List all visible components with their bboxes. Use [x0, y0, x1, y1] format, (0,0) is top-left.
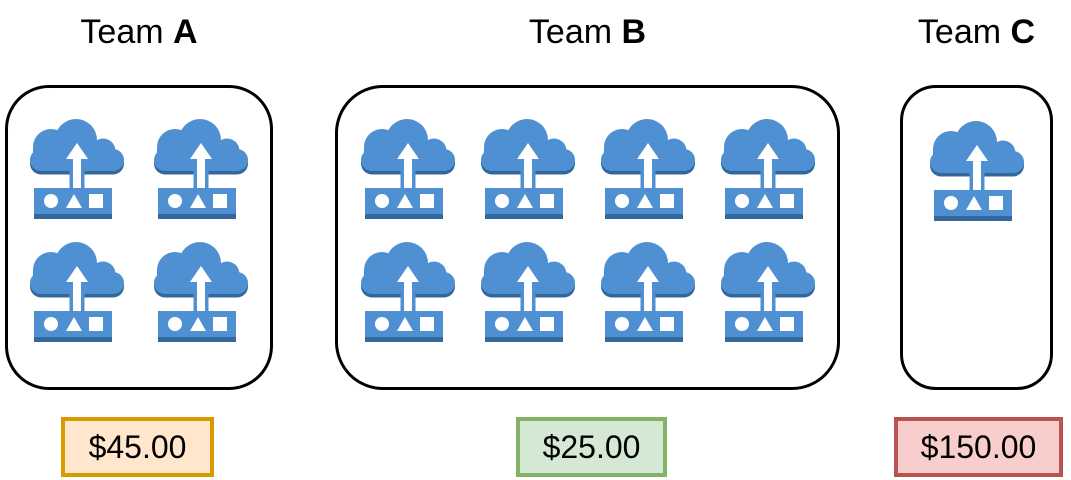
team-b-price-value: $25.00 [542, 428, 641, 465]
cloud-upload-icon [154, 119, 248, 219]
team-a-title: Team A [5, 10, 273, 54]
cloud-upload-icon [154, 242, 248, 342]
team-b-title: Team B [335, 10, 840, 54]
cloud-upload-icon [30, 242, 124, 342]
cloud-upload-icon [601, 119, 695, 219]
team-a-title-prefix: Team [80, 13, 174, 51]
team-b-title-letter: B [621, 13, 647, 51]
team-c-price-value: $150.00 [920, 428, 1037, 465]
team-b-price-label: $25.00 [516, 417, 667, 477]
cloud-upload-icon [930, 121, 1024, 221]
cloud-upload-icon [481, 119, 575, 219]
team-c-title-prefix: Team [917, 13, 1011, 51]
cloud-upload-icon [721, 119, 815, 219]
cloud-upload-icon [30, 119, 124, 219]
team-a-title-letter: A [173, 13, 198, 51]
cloud-upload-icon [601, 242, 695, 342]
team-c-price-label: $150.00 [894, 417, 1063, 477]
team-a-price-value: $45.00 [88, 428, 187, 465]
team-c-title: Team C [900, 10, 1053, 54]
cloud-upload-icon [721, 242, 815, 342]
cloud-upload-icon [481, 242, 575, 342]
cloud-upload-icon [361, 242, 455, 342]
team-b-title-prefix: Team [528, 13, 622, 51]
team-a-price-label: $45.00 [61, 417, 214, 477]
team-c-container [900, 85, 1053, 390]
cloud-upload-icon [361, 119, 455, 219]
team-b-container [335, 85, 840, 390]
team-a-container [5, 85, 273, 390]
team-c-title-letter: C [1010, 13, 1036, 51]
